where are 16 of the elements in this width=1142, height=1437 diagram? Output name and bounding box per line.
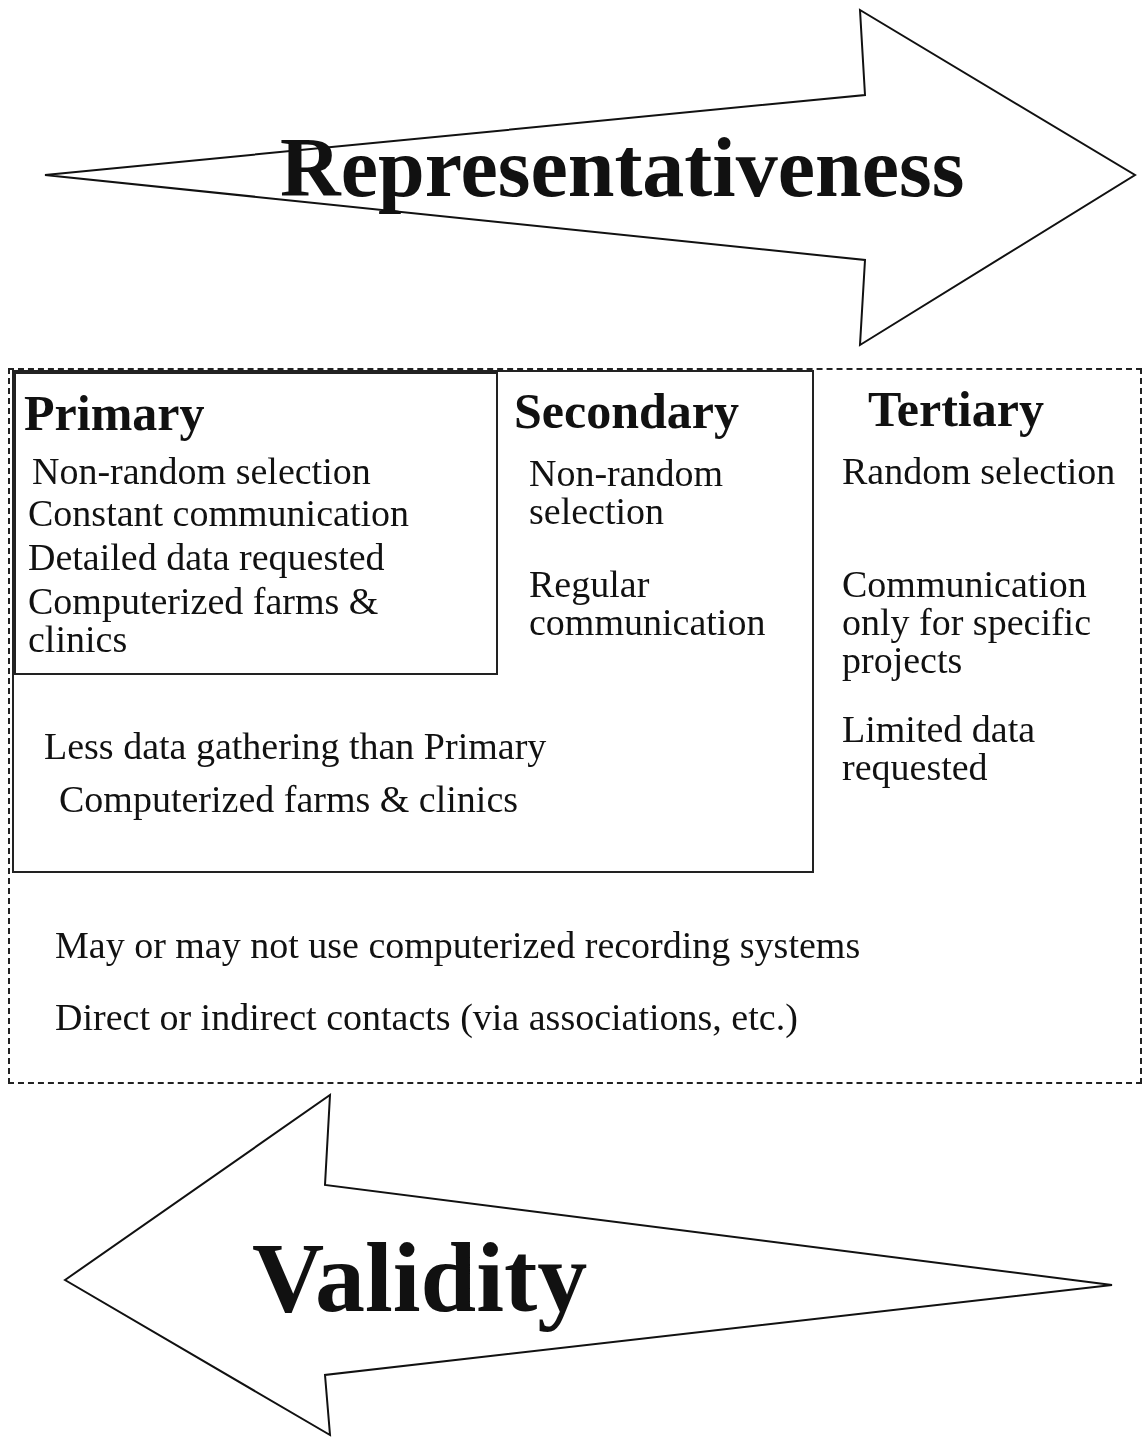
criteria-text: Computerized farms & clinics: [59, 780, 519, 818]
criteria-text: Less data gathering than Primary: [44, 727, 547, 765]
criteria-text: Non-random selection: [32, 452, 371, 490]
group-frame: [12, 370, 814, 873]
criteria-text: Limited data requested: [842, 710, 1037, 786]
criteria-text: Regular communication: [529, 565, 767, 641]
criteria-text: Random selection: [842, 452, 1117, 490]
criteria-text: Constant communication: [28, 494, 409, 532]
dashed-group-frame: [8, 368, 1142, 1084]
criteria-text: Computerized farms & clinics: [28, 582, 380, 658]
criteria-text: May or may not use computerized recording systems: [55, 926, 861, 964]
criteria-text: Communication only for specific projects: [842, 565, 1093, 679]
group-frame: [14, 372, 498, 675]
criteria-text: Detailed data requested: [28, 538, 385, 576]
criteria-text: Direct or indirect contacts (via associations, etc.): [55, 998, 798, 1036]
criteria-text: Non-random selection: [529, 454, 725, 530]
